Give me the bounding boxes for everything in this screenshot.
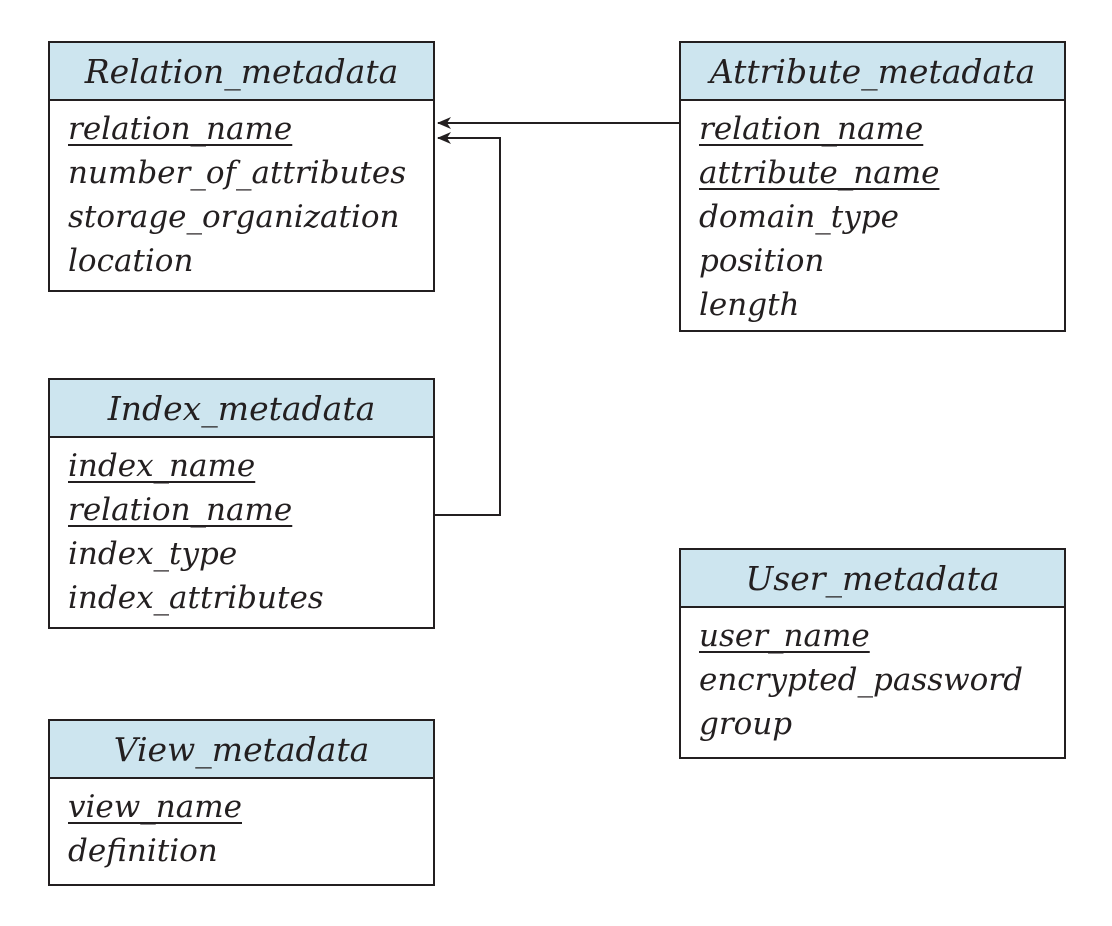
attribute: position — [699, 243, 825, 279]
entity-index-metadata: Index_metadata index_name relation_name … — [48, 378, 435, 629]
attribute: number_of_attributes — [68, 155, 407, 191]
entity-relation-metadata: Relation_metadata relation_name number_o… — [48, 41, 435, 292]
attribute: domain_type — [699, 199, 899, 235]
attribute-list: view_name definition — [50, 779, 433, 873]
attribute-primary-key: index_name — [68, 448, 256, 484]
attribute: definition — [68, 833, 218, 869]
attribute: storage_organization — [68, 199, 400, 235]
entity-attribute-metadata: Attribute_metadata relation_name attribu… — [679, 41, 1066, 332]
attribute-primary-key: relation_name — [68, 492, 293, 528]
index-to-relation-arrow — [435, 132, 501, 516]
attribute-primary-key: relation_name — [699, 111, 924, 147]
attribute-primary-key: attribute_name — [699, 155, 940, 191]
attribute: encrypted_password — [699, 662, 1024, 698]
entity-view-metadata: View_metadata view_name definition — [48, 719, 435, 886]
attribute-list: relation_name number_of_attributes stora… — [50, 101, 433, 283]
entity-header: Relation_metadata — [50, 43, 433, 101]
attribute: index_type — [68, 536, 238, 572]
entity-header: View_metadata — [50, 721, 433, 779]
entity-header: Index_metadata — [50, 380, 433, 438]
entity-user-metadata: User_metadata user_name encrypted_passwo… — [679, 548, 1066, 759]
attribute-primary-key: view_name — [68, 789, 242, 825]
attribute: length — [699, 287, 800, 323]
attribute-primary-key: relation_name — [68, 111, 293, 147]
attribute: location — [68, 243, 194, 279]
entity-header: User_metadata — [681, 550, 1064, 608]
attribute-list: user_name encrypted_password group — [681, 608, 1064, 746]
attribute-list: relation_name attribute_name domain_type… — [681, 101, 1064, 327]
attribute-list: index_name relation_name index_type inde… — [50, 438, 433, 620]
attribute: index_attributes — [68, 580, 324, 616]
attribute-primary-key: user_name — [699, 618, 870, 654]
attribute: group — [699, 706, 793, 742]
entity-header: Attribute_metadata — [681, 43, 1064, 101]
